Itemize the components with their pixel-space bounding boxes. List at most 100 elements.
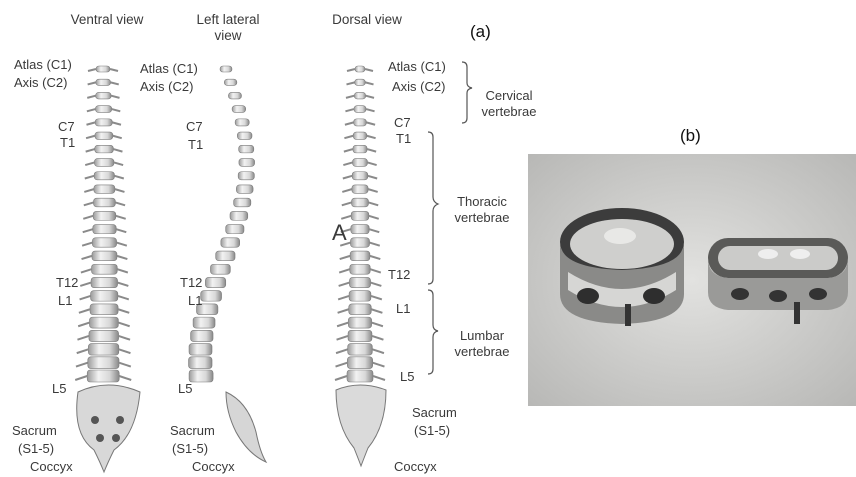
transverse-process bbox=[110, 69, 118, 71]
vertebra bbox=[235, 119, 249, 126]
transverse-process bbox=[115, 202, 125, 205]
vertebra bbox=[94, 185, 115, 193]
thoracic-brace bbox=[428, 132, 438, 284]
lateral-sacrum bbox=[226, 392, 266, 462]
ventral-l5-label: L5 bbox=[52, 382, 66, 396]
dorsal-l1-label: L1 bbox=[396, 302, 410, 316]
lumbar-brace bbox=[428, 290, 438, 374]
transverse-process bbox=[116, 229, 126, 232]
transverse-process bbox=[84, 189, 94, 192]
transverse-process bbox=[119, 349, 131, 353]
transverse-process bbox=[342, 189, 352, 192]
transverse-process bbox=[118, 323, 129, 327]
transverse-process bbox=[337, 323, 348, 327]
vertebra bbox=[349, 304, 372, 315]
vertebra bbox=[353, 132, 366, 139]
lateral-t12-label: T12 bbox=[180, 276, 202, 290]
vertebra bbox=[349, 291, 371, 301]
transverse-process bbox=[85, 162, 94, 165]
transverse-process bbox=[82, 256, 92, 259]
vertebra bbox=[353, 145, 367, 153]
round-cage-implant bbox=[560, 208, 684, 326]
vertebra bbox=[89, 330, 119, 341]
transverse-process bbox=[118, 296, 129, 299]
vertebra bbox=[236, 185, 253, 193]
transverse-process bbox=[88, 69, 96, 71]
transverse-process bbox=[113, 136, 122, 138]
vertebra bbox=[347, 370, 373, 382]
vertebra bbox=[93, 225, 116, 234]
transverse-process bbox=[343, 162, 352, 165]
dorsal-t1-label: T1 bbox=[396, 132, 411, 146]
sacral-foramen bbox=[91, 416, 99, 424]
vertebra bbox=[210, 264, 230, 274]
vertebra bbox=[96, 66, 110, 72]
vertebra bbox=[92, 251, 117, 261]
vertebra bbox=[94, 159, 113, 167]
vertebra bbox=[350, 251, 370, 261]
transverse-process bbox=[339, 269, 350, 272]
dorsal-coccyx-label: Coccyx bbox=[394, 460, 437, 474]
lumbar-region-label: Lumbar vertebrae bbox=[440, 328, 524, 360]
transverse-process bbox=[113, 149, 122, 152]
vertebra bbox=[234, 198, 251, 207]
vertebra bbox=[226, 225, 244, 234]
lateral-sacrum-sub-label: (S1-5) bbox=[172, 442, 208, 456]
lateral-axis-label: Axis (C2) bbox=[140, 80, 193, 94]
transverse-process bbox=[338, 296, 349, 299]
lateral-c7-label: C7 bbox=[186, 120, 203, 134]
transverse-process bbox=[371, 283, 382, 286]
ventral-axis-label: Axis (C2) bbox=[14, 76, 67, 90]
vertebra bbox=[355, 79, 366, 85]
ventral-sacrum bbox=[77, 385, 140, 472]
lateral-l5-label: L5 bbox=[178, 382, 192, 396]
transverse-process bbox=[76, 363, 88, 367]
vertebra bbox=[353, 159, 368, 167]
vertebra bbox=[89, 317, 118, 328]
vertebra bbox=[350, 238, 369, 247]
vertebra bbox=[352, 198, 369, 207]
transverse-process bbox=[344, 136, 353, 138]
transverse-process bbox=[366, 96, 374, 98]
transverse-process bbox=[337, 336, 348, 340]
lateral-t1-label: T1 bbox=[188, 138, 203, 152]
transverse-process bbox=[81, 269, 92, 272]
transverse-process bbox=[77, 349, 89, 353]
vertebra bbox=[348, 330, 372, 341]
transverse-process bbox=[373, 376, 385, 380]
transverse-process bbox=[370, 269, 381, 272]
transverse-process bbox=[116, 216, 126, 219]
vertebra bbox=[193, 317, 215, 328]
vertebra bbox=[221, 238, 240, 247]
transverse-process bbox=[117, 256, 127, 259]
transverse-process bbox=[80, 283, 91, 286]
dorsal-marker-a: A bbox=[332, 222, 347, 244]
dorsal-axis-label: Axis (C2) bbox=[392, 80, 445, 94]
transverse-process bbox=[85, 176, 94, 179]
vertebra bbox=[239, 159, 255, 167]
ventral-c7-label: C7 bbox=[58, 120, 75, 134]
transverse-process bbox=[372, 323, 383, 327]
vertebra bbox=[189, 370, 213, 382]
ventral-sacrum-label: Sacrum bbox=[12, 424, 57, 438]
vertebra bbox=[96, 92, 112, 99]
dorsal-c7-label: C7 bbox=[394, 116, 411, 130]
transverse-process bbox=[112, 109, 121, 111]
vertebra bbox=[216, 251, 235, 261]
transverse-process bbox=[117, 243, 127, 246]
transverse-process bbox=[371, 309, 382, 313]
vertebra bbox=[96, 79, 111, 85]
transverse-process bbox=[75, 376, 87, 380]
transverse-process bbox=[111, 82, 119, 84]
dorsal-t12-label: T12 bbox=[388, 268, 410, 282]
lateral-coccyx-label: Coccyx bbox=[192, 460, 235, 474]
vertebra bbox=[238, 172, 254, 180]
vertebra bbox=[239, 145, 254, 153]
dorsal-atlas-label: Atlas (C1) bbox=[388, 60, 446, 74]
transverse-process bbox=[341, 216, 351, 219]
transverse-process bbox=[372, 336, 383, 340]
transverse-process bbox=[86, 136, 95, 138]
transverse-process bbox=[119, 376, 131, 380]
vertebra bbox=[189, 357, 212, 369]
transverse-process bbox=[83, 216, 93, 219]
